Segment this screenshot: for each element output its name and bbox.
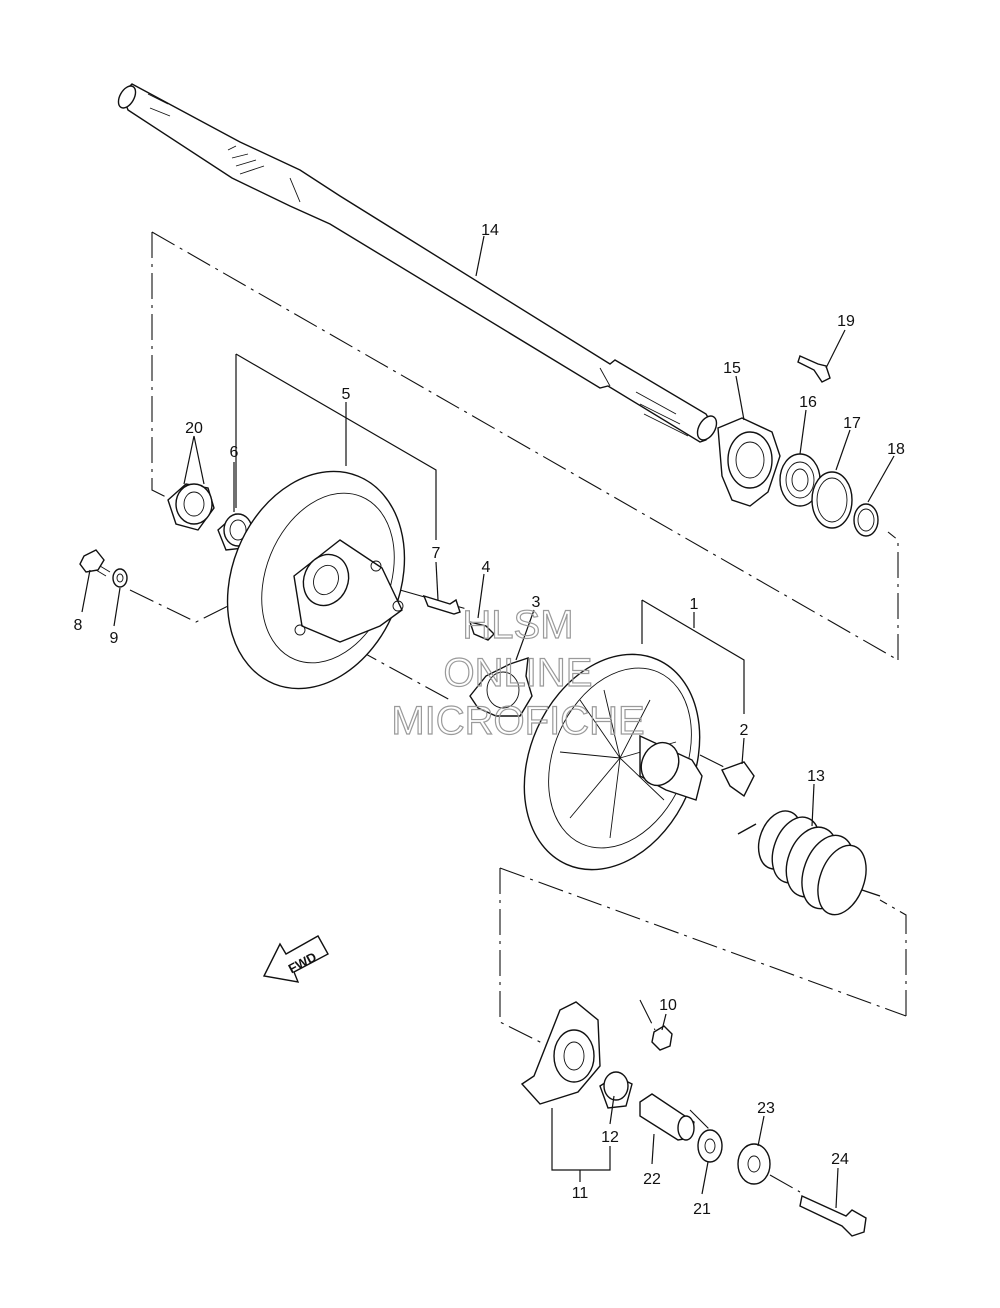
watermark-line-2: ONLINE: [444, 651, 593, 695]
bearing-housing-15: [717, 417, 781, 507]
callout-2: 2: [740, 722, 749, 739]
bolt-7: [422, 594, 461, 615]
bushing-20: [167, 483, 215, 531]
cover-11: [520, 1001, 601, 1105]
callout-24: 24: [831, 1151, 849, 1168]
callout-21: 21: [693, 1201, 711, 1218]
callout-16: 16: [799, 394, 817, 411]
callout-15: 15: [723, 360, 741, 377]
callout-10: 10: [659, 997, 677, 1014]
washer-23: [737, 1143, 771, 1185]
collar-22: [639, 1093, 695, 1141]
nut-10: [651, 1025, 673, 1051]
movable-sheave-1: [523, 653, 703, 871]
callout-18: 18: [887, 441, 905, 458]
callout-9: 9: [110, 630, 119, 647]
callout-12: 12: [601, 1129, 619, 1146]
bolt-4: [468, 621, 495, 641]
watermark-line-1: HLSM: [462, 603, 573, 647]
bolt-8: [79, 549, 111, 577]
callout-8: 8: [74, 617, 83, 634]
callout-5: 5: [342, 386, 351, 403]
bolt-19: [797, 355, 831, 383]
callout-17: 17: [843, 415, 861, 432]
callout-14: 14: [481, 222, 499, 239]
callout-13: 13: [807, 768, 825, 785]
callout-19: 19: [837, 313, 855, 330]
leader-lines: [81, 235, 895, 1209]
callout-1: 1: [690, 596, 699, 613]
callout-11: 11: [572, 1185, 589, 1202]
plate-3: [469, 656, 533, 717]
watermark-line-3: MICROFICHE: [391, 699, 644, 743]
callout-4: 4: [482, 559, 491, 576]
circlip-17: [811, 471, 853, 529]
slider-2: [721, 761, 755, 798]
washer-9: [112, 568, 128, 588]
callout-7: 7: [432, 545, 441, 562]
circlip-18: [853, 503, 879, 537]
callout-labels: 1 2 3 4 5 6 7 8 9 10 11 12 13 14 15 16 1…: [74, 222, 905, 1218]
callout-6: 6: [230, 444, 239, 461]
spring-13: [737, 810, 881, 916]
washer-21: [697, 1129, 723, 1163]
callout-23: 23: [757, 1100, 775, 1117]
callout-20: 20: [185, 420, 203, 437]
bushing-12: [599, 1071, 633, 1109]
watermark: HLSM ONLINE MICROFICHE: [391, 602, 646, 743]
callout-22: 22: [643, 1171, 661, 1188]
fixed-sheave-5: [226, 470, 406, 690]
shaft: [117, 83, 718, 443]
callout-3: 3: [532, 594, 541, 611]
bolt-24: [799, 1194, 867, 1237]
fwd-arrow: FWD: [262, 935, 329, 983]
